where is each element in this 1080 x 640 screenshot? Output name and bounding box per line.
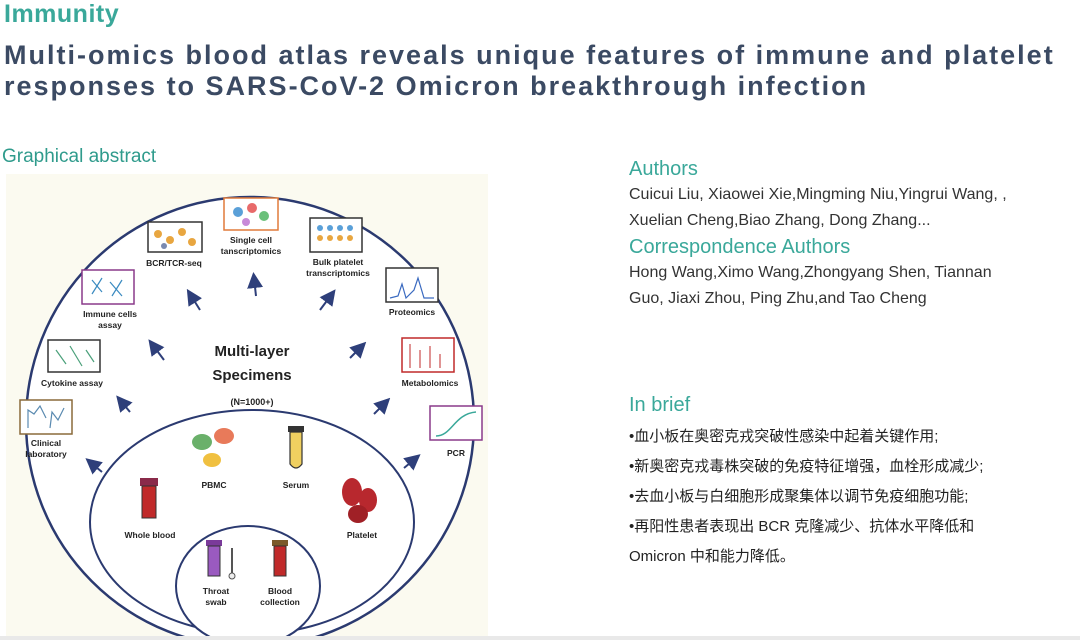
category-label: Immunity (4, 0, 120, 28)
graphical-abstract-label: Graphical abstract (2, 146, 157, 167)
cytokine-icon (47, 339, 101, 373)
pbmc-icon (192, 428, 234, 467)
correspondence-heading: Correspondence Authors (629, 236, 851, 258)
immune-cells-icon (81, 269, 135, 305)
bottom-divider (0, 636, 1080, 640)
bulk-label-2: transcriptomics (306, 268, 370, 278)
serum-label: Serum (283, 480, 310, 490)
in-brief-item: •血小板在奥密克戎突破性感染中起着关键作用; (629, 428, 939, 445)
metabolomics-label: Metabolomics (402, 378, 459, 388)
in-brief-section: In brief •血小板在奥密克戎突破性感染中起着关键作用; •新奥密克戎毒株… (629, 392, 1079, 572)
correspondence-line-1: Hong Wang,Ximo Wang,Zhongyang Shen, Tian… (629, 264, 992, 281)
pcr-label: PCR (447, 448, 465, 458)
blood-collection-tube-icon (272, 540, 288, 577)
inner-circle (175, 525, 321, 640)
single-cell-icon (223, 197, 279, 231)
clinical-icon (19, 399, 73, 435)
center-title-1: Multi-layer (214, 343, 289, 360)
throat-swab-icon (206, 540, 236, 580)
immune-label-2: assay (98, 320, 122, 330)
immune-label-1: Immune cells (83, 309, 137, 319)
whole-blood-tube-icon (140, 478, 158, 519)
throat-label-1: Throat (203, 586, 230, 596)
authors-line-1: Cuicui Liu, Xiaowei Xie,Mingming Niu,Yin… (629, 186, 1007, 203)
blood-label-2: collection (260, 597, 300, 607)
clinical-label-2: laboratory (25, 449, 67, 459)
authors-line-2: Xuelian Cheng,Biao Zhang, Dong Zhang... (629, 212, 931, 229)
cytokine-label: Cytokine assay (41, 378, 103, 388)
bcr-label: BCR/TCR-seq (146, 258, 202, 268)
in-brief-heading: In brief (629, 394, 691, 416)
metabolomics-icon (401, 337, 455, 373)
blood-label-1: Blood (268, 586, 292, 596)
in-brief-item: •新奥密克戎毒株突破的免疫特征增强，血栓形成减少; (629, 458, 984, 475)
throat-label-2: swab (205, 597, 226, 607)
single-cell-label-2: tanscriptomics (221, 246, 282, 256)
correspondence-line-2: Guo, Jiaxi Zhou, Ping Zhu,and Tao Cheng (629, 290, 927, 307)
proteomics-icon (385, 267, 439, 303)
authors-heading: Authors (629, 158, 698, 180)
serum-tube-icon (288, 426, 304, 469)
platelet-icon (342, 478, 377, 523)
center-title-2: Specimens (212, 367, 291, 384)
bulk-label-1: Bulk platelet (313, 257, 364, 267)
pbmc-label: PBMC (201, 480, 226, 490)
in-brief-item: •去血小板与白细胞形成聚集体以调节免疫细胞功能; (629, 488, 969, 505)
pcr-icon (429, 405, 483, 441)
platelet-label: Platelet (347, 530, 377, 540)
arrows (85, 272, 421, 475)
in-brief-item: •再阳性患者表现出 BCR 克隆减少、抗体水平降低和 (629, 518, 975, 535)
whole-blood-label: Whole blood (125, 530, 176, 540)
center-n: (N=1000+) (230, 397, 273, 407)
abstract-diagram: Multi-layer Specimens (N=1000+) BCR/TCR-… (19, 195, 483, 640)
clinical-label-1: Clinical (31, 438, 61, 448)
single-cell-label-1: Single cell (230, 235, 272, 245)
bcr-tcr-icon (147, 221, 203, 253)
authors-section: Authors Cuicui Liu, Xiaowei Xie,Mingming… (629, 156, 1079, 312)
graphical-abstract-figure: Multi-layer Specimens (N=1000+) BCR/TCR-… (6, 174, 488, 640)
in-brief-item: Omicron 中和能力降低。 (629, 548, 795, 565)
in-brief-list: •血小板在奥密克戎突破性感染中起着关键作用; •新奥密克戎毒株突破的免疫特征增强… (629, 422, 1079, 572)
paper-title: Multi-omics blood atlas reveals unique f… (4, 40, 1055, 101)
bulk-platelet-icon (309, 217, 363, 253)
proteomics-label: Proteomics (389, 307, 436, 317)
